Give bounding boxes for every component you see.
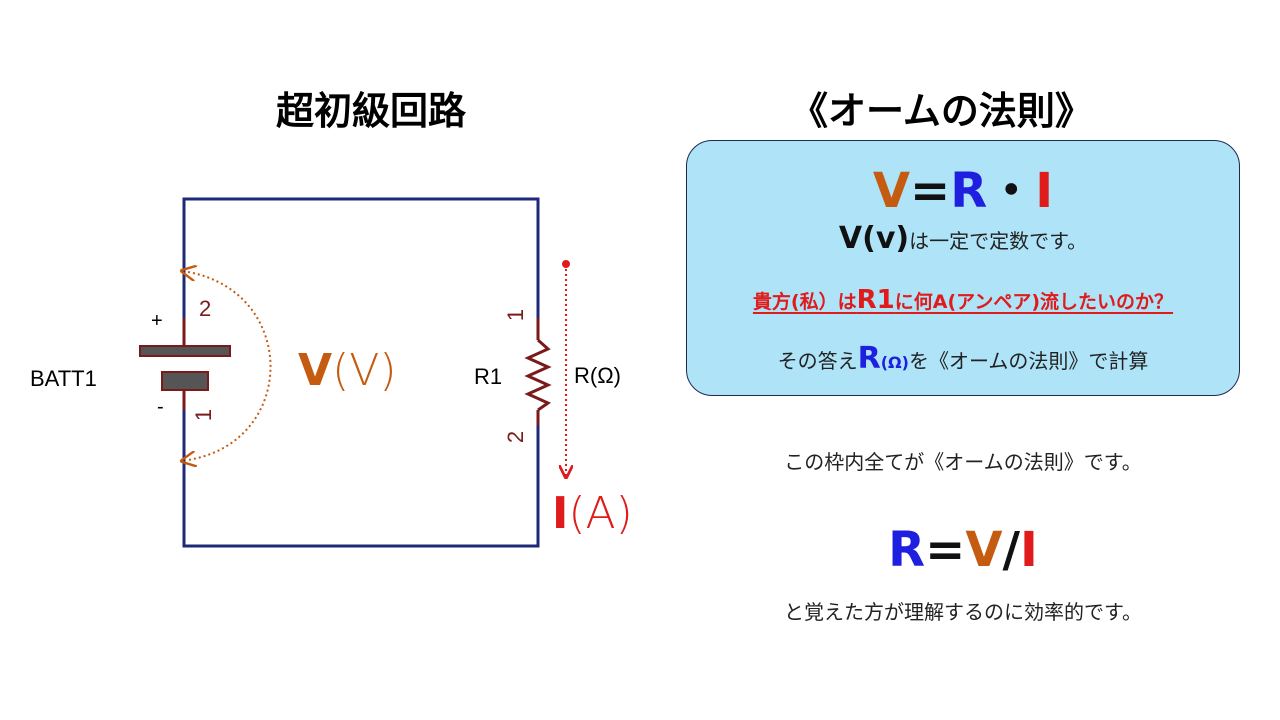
- line3-post: を《オームの法則》で計算: [908, 349, 1149, 373]
- battery-pin-2: 2: [199, 296, 212, 321]
- voltage-label: V(V): [298, 345, 397, 396]
- box-note: この枠内全てが《オームの法則》です。: [784, 450, 1142, 474]
- alt-formula-r: R: [888, 522, 926, 578]
- resistance-label: R(Ω): [574, 363, 621, 388]
- line3-r: R: [857, 341, 881, 376]
- voltage-unit: (V): [332, 345, 397, 396]
- formula-i: I: [1035, 163, 1054, 219]
- battery-minus-sign: -: [157, 396, 164, 418]
- ohms-law-formula: V=R・I: [687, 151, 1239, 221]
- battery-plus-sign: +: [151, 310, 163, 332]
- battery-plate-short: [161, 371, 209, 391]
- resistor-zigzag: [524, 338, 552, 412]
- line2-post: に何A(アンペア)流したいのか？: [894, 291, 1174, 313]
- box-line-2: 貴方(私）はR1に何A(アンペア)流したいのか？: [687, 285, 1239, 315]
- resistor-pin-2: 2: [503, 430, 529, 444]
- alt-formula: R=V/I: [686, 522, 1240, 578]
- alt-formula-equals: =: [925, 522, 966, 578]
- formula-dot: ・: [987, 163, 1036, 219]
- line3-pre: その答え: [777, 349, 858, 373]
- ohms-law-title: 《オームの法則》: [790, 89, 1093, 133]
- line1-rest: は一定で定数です。: [909, 229, 1088, 253]
- alt-formula-slash: /: [1002, 522, 1020, 578]
- current-label: I(A): [552, 488, 633, 539]
- voltage-arrow: [188, 272, 272, 460]
- circuit-title: 超初級回路: [276, 89, 467, 133]
- alt-formula-v: V: [965, 522, 1003, 578]
- wire-bottom: [182, 398, 540, 548]
- box-line-3: その答えR(Ω)を《オームの法則》で計算: [687, 341, 1239, 376]
- line3-unit: (Ω): [880, 353, 909, 372]
- current-unit: (A): [568, 488, 633, 539]
- formula-v: V: [872, 163, 911, 219]
- ohms-law-box: V=R・I V(v)は一定で定数です。 貴方(私）はR1に何A(アンペア)流した…: [686, 140, 1240, 396]
- line2-r1: R1: [856, 285, 895, 315]
- formula-equals: =: [910, 163, 951, 219]
- line2-pre: 貴方(私）は: [752, 291, 857, 313]
- current-symbol: I: [552, 488, 569, 539]
- alt-formula-i: I: [1020, 522, 1038, 578]
- battery-label: BATT1: [30, 366, 97, 391]
- alt-formula-note: と覚えた方が理解するのに効率的です。: [784, 600, 1142, 624]
- voltage-symbol: V: [298, 345, 333, 396]
- wire-top: [182, 197, 540, 333]
- resistor-label: R1: [474, 364, 503, 389]
- line1-v-part: V(v): [838, 221, 910, 256]
- box-line-1: V(v)は一定で定数です。: [687, 221, 1239, 256]
- battery-plate-long: [139, 345, 231, 357]
- resistor-pin-1: 1: [503, 308, 529, 322]
- battery-pin-1: 1: [191, 408, 217, 422]
- formula-r: R: [950, 163, 988, 219]
